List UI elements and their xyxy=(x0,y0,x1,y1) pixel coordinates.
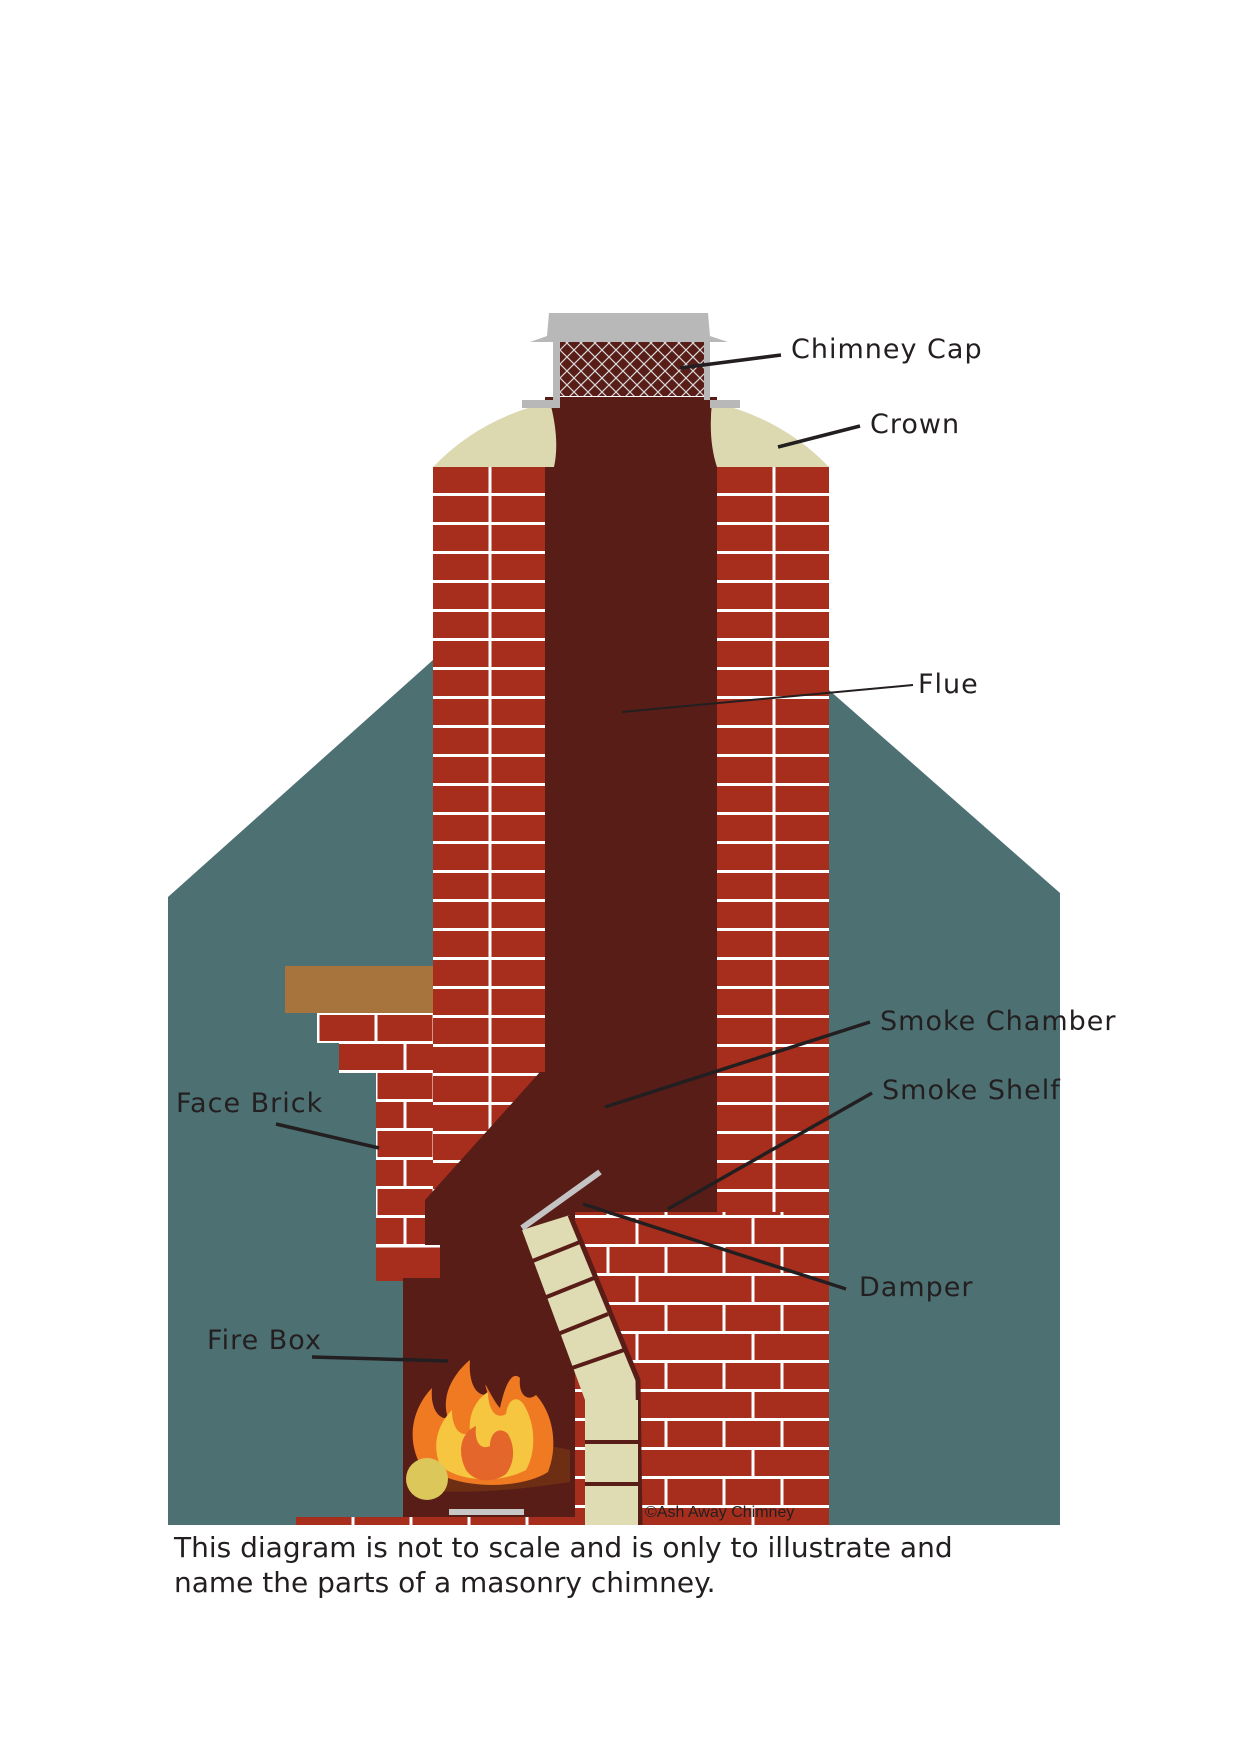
face-brick-column xyxy=(376,1073,433,1278)
leader-chimney-cap xyxy=(679,353,782,370)
cap-flange-left xyxy=(522,342,560,408)
label-smoke-chamber: Smoke Chamber xyxy=(880,1006,1117,1037)
label-flue: Flue xyxy=(918,669,979,700)
damper-plate xyxy=(520,1169,602,1231)
cap-top xyxy=(530,313,728,342)
face-brick-step-2 xyxy=(339,1043,433,1073)
flue-interior xyxy=(403,397,717,1525)
hearth-floor xyxy=(296,1517,585,1525)
crown xyxy=(433,402,829,467)
caption-line-2: name the parts of a masonry chimney. xyxy=(174,1566,716,1599)
label-chimney-cap: Chimney Cap xyxy=(791,334,983,365)
leader-flue xyxy=(621,684,914,713)
cap-mesh xyxy=(554,342,710,396)
firebrick-vertical xyxy=(585,1400,638,1525)
cap-flange-right xyxy=(704,342,740,408)
label-smoke-shelf: Smoke Shelf xyxy=(882,1075,1061,1106)
caption-line-1: This diagram is not to scale and is only… xyxy=(173,1531,953,1564)
label-fire-box: Fire Box xyxy=(207,1325,322,1356)
flame-inner xyxy=(461,1426,514,1481)
fire xyxy=(406,1360,570,1500)
face-brick-base xyxy=(376,1246,440,1281)
leader-crown xyxy=(777,424,861,449)
label-face-brick: Face Brick xyxy=(176,1088,323,1119)
mantel xyxy=(285,966,433,1013)
label-damper: Damper xyxy=(859,1272,974,1303)
chimney-cap xyxy=(522,313,740,408)
leader-smoke-chamber xyxy=(604,1020,871,1109)
firebrick-joints xyxy=(529,1240,625,1370)
leader-fire-box xyxy=(311,1355,449,1363)
log-end xyxy=(406,1458,448,1500)
copyright-notice: ©Ash Away Chimney xyxy=(645,1504,794,1521)
leader-face-brick xyxy=(275,1122,380,1150)
leader-damper xyxy=(582,1202,847,1291)
label-crown: Crown xyxy=(870,409,960,440)
face-brick-step-1 xyxy=(317,1013,433,1043)
house-wall xyxy=(168,660,1060,1525)
grate xyxy=(449,1509,524,1515)
leader-smoke-shelf xyxy=(667,1091,873,1211)
